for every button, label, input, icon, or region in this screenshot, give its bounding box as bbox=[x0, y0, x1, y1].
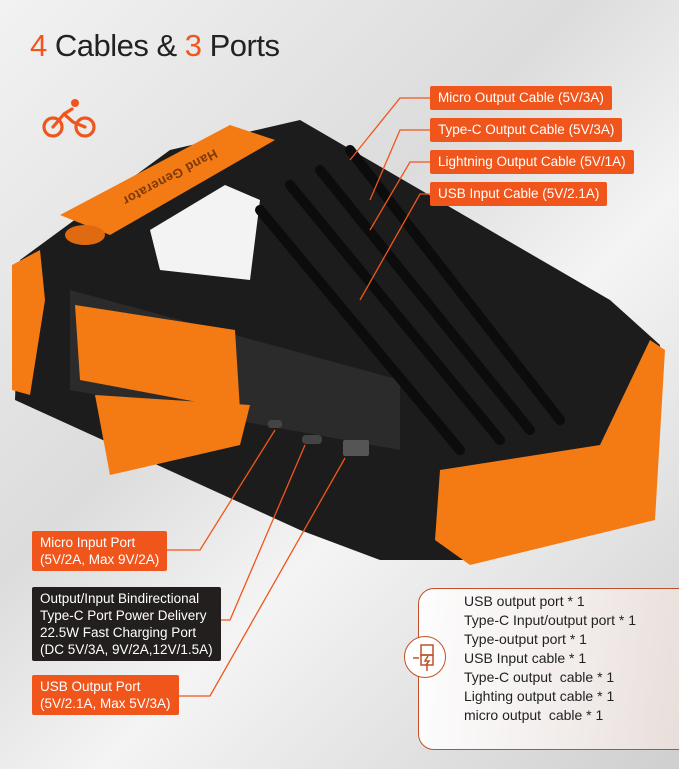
list-item: USB output port * 1 bbox=[464, 593, 585, 609]
usb-cable-icon bbox=[404, 636, 446, 678]
list-item: micro output cable * 1 bbox=[464, 707, 604, 723]
type-c-port bbox=[302, 435, 322, 444]
micro-port bbox=[268, 420, 282, 428]
callout-usb-input-cable: USB Input Cable (5V/2.1A) bbox=[430, 182, 608, 206]
list-item: Type-C Input/output port * 1 bbox=[464, 612, 636, 628]
headline: 4 Cables & 3 Ports bbox=[30, 28, 280, 64]
list-item: Type-C output cable * 1 bbox=[464, 669, 615, 685]
callout-type-c-port: Output/Input Bindirectional Type-C Port … bbox=[32, 587, 221, 661]
label-line: Type-C Port Power Delivery bbox=[40, 608, 207, 623]
list-item: USB Input cable * 1 bbox=[464, 650, 587, 666]
list-item: Type-output port * 1 bbox=[464, 631, 587, 647]
package-list: USB output port * 1 Type-C Input/output … bbox=[464, 592, 636, 725]
orange-bumper-right bbox=[435, 340, 665, 565]
label-line: USB Output Port bbox=[40, 679, 141, 694]
label-line: Output/Input Bindirectional bbox=[40, 591, 200, 606]
cable-compartment bbox=[150, 185, 260, 280]
callout-micro-output-cable: Micro Output Cable (5V/3A) bbox=[430, 86, 612, 110]
handle-knob bbox=[65, 225, 105, 245]
label-line: (5V/2.1A, Max 5V/3A) bbox=[40, 696, 171, 711]
orange-port-cover bbox=[75, 305, 240, 410]
list-item: Lighting output cable * 1 bbox=[464, 688, 615, 704]
orange-bumper-left bbox=[12, 250, 45, 395]
bicycle-icon bbox=[42, 99, 96, 138]
label-line: Micro Input Port bbox=[40, 535, 136, 550]
label-line: (5V/2A, Max 9V/2A) bbox=[40, 552, 160, 567]
callout-type-c-output-cable: Type-C Output Cable (5V/3A) bbox=[430, 118, 623, 142]
callout-usb-output-port: USB Output Port (5V/2.1A, Max 5V/3A) bbox=[32, 675, 179, 715]
ports-label: Ports bbox=[201, 28, 280, 63]
callout-micro-input-port: Micro Input Port (5V/2A, Max 9V/2A) bbox=[32, 531, 168, 571]
cable-count: 4 bbox=[30, 28, 47, 63]
label-line: (DC 5V/3A, 9V/2A,12V/1.5A) bbox=[40, 642, 213, 657]
hand-generator-handle bbox=[60, 125, 275, 235]
cables-label: Cables & bbox=[46, 28, 185, 63]
callout-lightning-output-cable: Lightning Output Cable (5V/1A) bbox=[430, 150, 634, 174]
label-line: 22.5W Fast Charging Port bbox=[40, 625, 197, 640]
usb-port bbox=[343, 440, 369, 456]
port-count: 3 bbox=[184, 28, 202, 63]
